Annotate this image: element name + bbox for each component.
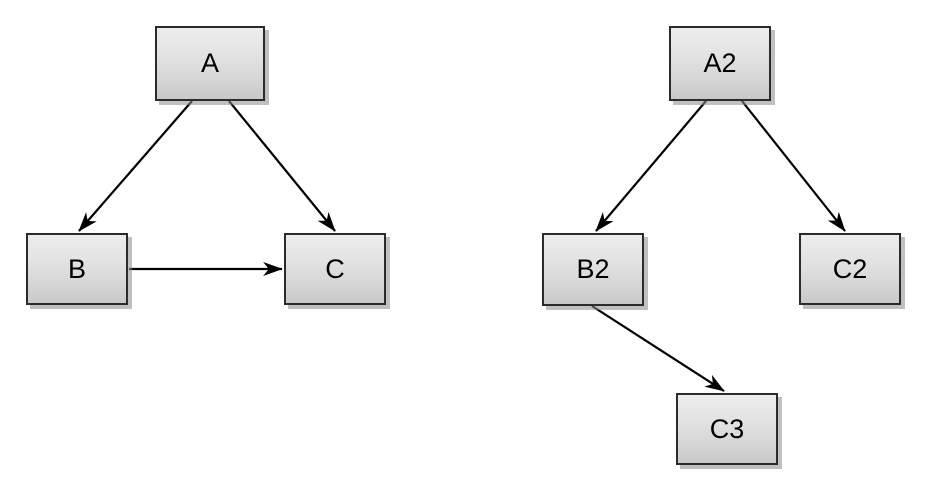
edge-a2-to-c2 — [741, 100, 846, 232]
node-c3[interactable]: C3 — [676, 393, 778, 465]
node-label: C2 — [832, 253, 868, 284]
node-label: B2 — [576, 254, 610, 284]
node-label: A — [200, 48, 219, 78]
edge-a-to-b — [78, 100, 193, 232]
edge-a-to-c — [228, 100, 336, 232]
node-label: C — [325, 253, 345, 284]
node-a2[interactable]: A2 — [669, 26, 771, 101]
node-a[interactable]: A — [155, 26, 265, 101]
edge-b2-to-c3 — [591, 305, 725, 392]
node-label: A2 — [703, 48, 737, 78]
node-b2[interactable]: B2 — [542, 233, 644, 306]
node-label: B — [67, 253, 86, 284]
node-c[interactable]: C — [284, 233, 386, 305]
node-label: C3 — [709, 413, 745, 444]
edge-a2-to-b2 — [595, 100, 707, 232]
edges-group — [78, 100, 846, 392]
node-c2[interactable]: C2 — [799, 233, 901, 305]
node-b[interactable]: B — [26, 233, 128, 305]
